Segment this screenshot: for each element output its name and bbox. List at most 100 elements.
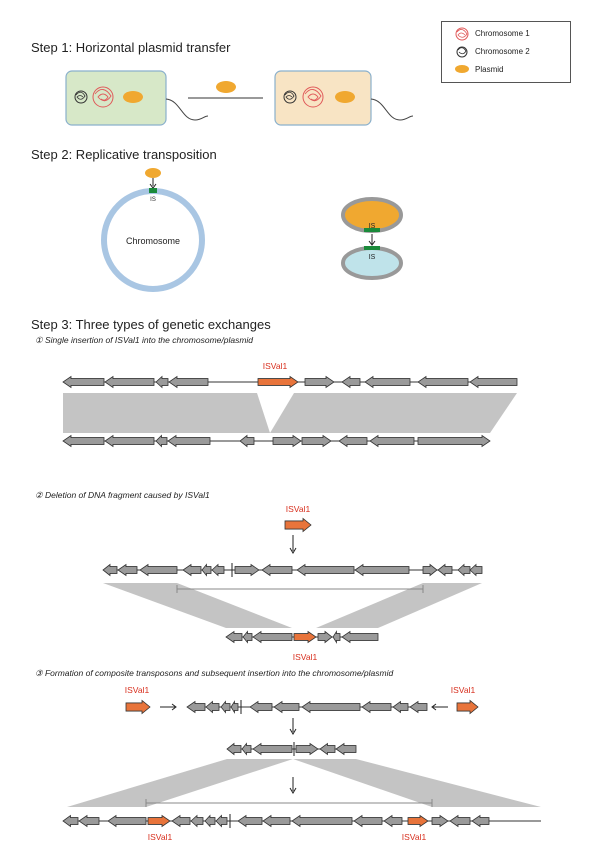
gene-arrow (469, 563, 483, 577)
isval1-label: ISVal1 (263, 361, 288, 371)
gene-arrow (457, 563, 471, 577)
gene-arrow (62, 814, 79, 828)
gene-arrow (369, 434, 415, 448)
chromosome-label: Chromosome (126, 236, 180, 246)
gene-arrow (431, 814, 449, 828)
chromosome2-icon (456, 46, 468, 58)
synteny-block (103, 583, 292, 628)
plasmid-icon (123, 91, 143, 103)
gene-arrow (230, 700, 239, 714)
isval1-element (407, 814, 429, 828)
target-replicon (341, 246, 403, 280)
exchange-composite-transposon (62, 699, 541, 828)
plasmid-icon (455, 65, 469, 73)
gene-arrow (449, 814, 471, 828)
gene-arrow (341, 375, 361, 389)
isval1-label: ISVal1 (402, 832, 427, 842)
gene-arrow (225, 630, 243, 644)
donor-cell (65, 70, 167, 126)
flagellum (165, 98, 209, 121)
gene-arrow (409, 700, 428, 714)
gene-arrow (296, 563, 355, 577)
step2-diagram: IS Chromosome IS IS (101, 168, 403, 292)
transferred-plasmid (216, 81, 236, 93)
gene-arrow (295, 742, 319, 756)
gene-arrow (242, 630, 253, 644)
gene-arrow (437, 563, 453, 577)
is-label-donor: IS (369, 223, 376, 230)
step1-diagram (65, 70, 414, 126)
gene-arrow (335, 742, 357, 756)
step3-sub2-title: ② Deletion of DNA fragment caused by ISV… (35, 490, 210, 500)
gene-arrow (104, 434, 155, 448)
gene-arrow (417, 434, 491, 448)
step3-sub1-title: ① Single insertion of ISVal1 into the ch… (35, 335, 254, 345)
gene-arrow (471, 814, 490, 828)
plasmid-icon (145, 168, 161, 178)
isval1-label: ISVal1 (286, 504, 311, 514)
synteny-block (67, 759, 293, 807)
gene-arrow (353, 814, 383, 828)
gene-arrow (239, 434, 255, 448)
legend-chromosome1-label: Chromosome 1 (475, 29, 530, 38)
gene-arrow (392, 700, 409, 714)
isval1-element (125, 699, 151, 715)
gene-arrow (201, 563, 212, 577)
isval1-label: ISVal1 (148, 832, 173, 842)
gene-arrow (204, 814, 216, 828)
step3-title: Step 3: Three types of genetic exchanges (31, 317, 271, 332)
chromosome1-icon (92, 86, 114, 108)
gene-arrow (155, 375, 169, 389)
isval1-label: ISVal1 (125, 685, 150, 695)
gene-arrow (354, 563, 410, 577)
gene-arrow (171, 814, 191, 828)
step2-title: Step 2: Replicative transposition (31, 147, 217, 162)
gene-arrow (78, 814, 100, 828)
gene-arrow (338, 434, 368, 448)
gene-arrow (220, 700, 231, 714)
is-label: IS (150, 197, 156, 203)
chromosome1-icon (455, 27, 469, 41)
exchange-single-insertion (62, 375, 518, 448)
gene-arrow (62, 375, 105, 389)
exchange-deletion (102, 517, 483, 644)
synteny-block (293, 759, 541, 807)
gene-arrow (341, 630, 379, 644)
gene-arrow (117, 563, 138, 577)
is-element-donor (364, 228, 380, 232)
gene-arrow (319, 742, 336, 756)
gene-arrow (215, 814, 228, 828)
is-label-target: IS (369, 254, 376, 261)
isval1-element (147, 814, 171, 828)
is-element-target (364, 246, 380, 250)
isval1-element (284, 517, 312, 533)
gene-arrow (252, 630, 293, 644)
legend-plasmid-label: Plasmid (475, 65, 504, 74)
gene-arrow (272, 434, 302, 448)
gene-arrow (205, 700, 220, 714)
gene-arrow (361, 700, 392, 714)
gene-arrow (237, 814, 263, 828)
gene-arrow (304, 375, 335, 389)
gene-arrow (364, 375, 411, 389)
isval1-label: ISVal1 (451, 685, 476, 695)
gene-arrow (291, 814, 353, 828)
gene-arrow (241, 742, 252, 756)
gene-arrow (139, 563, 178, 577)
gene-arrow (417, 375, 469, 389)
gene-arrow (182, 563, 202, 577)
gene-arrow (252, 742, 293, 756)
synteny-block (63, 393, 270, 433)
gene-arrow (168, 375, 209, 389)
gene-arrow (261, 563, 293, 577)
gene-arrow (104, 375, 155, 389)
gene-arrow (186, 700, 206, 714)
gene-arrow (273, 700, 300, 714)
gene-arrow (301, 700, 361, 714)
gene-arrow (190, 814, 204, 828)
gene-arrow (62, 434, 105, 448)
gene-arrow (226, 742, 242, 756)
legend: Chromosome 1 Chromosome 2 Plasmid (441, 21, 571, 83)
gene-arrow (107, 814, 147, 828)
